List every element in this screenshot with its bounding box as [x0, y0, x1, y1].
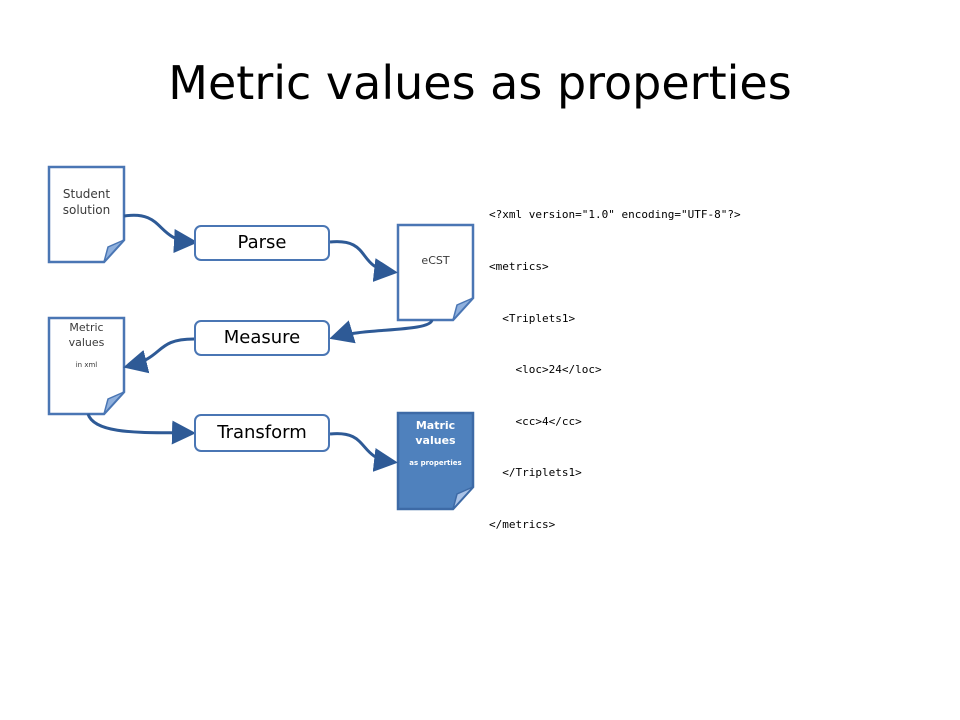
student-solution-document [47, 165, 126, 264]
arrow-parse-to-ecst [329, 240, 398, 282]
student-solution-line2: solution [62, 203, 111, 218]
arrow-measure-to-metric [123, 337, 195, 374]
arrow-transform-to-matric [329, 432, 398, 472]
student-solution-label: Student solution [49, 186, 124, 218]
transform-process: Transform [194, 414, 330, 452]
metric-values-note: in xml [75, 360, 98, 369]
xml-line: </metrics> [489, 518, 556, 532]
metric-values-line2: values [68, 335, 105, 349]
metric-values-line1: Metric [69, 321, 104, 334]
parse-process: Parse [194, 225, 330, 261]
student-solution-line1: Student [62, 187, 111, 201]
metric-values-label: Metric values in xml [49, 321, 124, 370]
ecst-label: eCST [421, 254, 450, 267]
matric-values-line2: values [415, 433, 456, 447]
matric-values-note: as properties [409, 458, 462, 467]
ecst-document [396, 223, 475, 322]
xml-line: <loc>24</loc> [489, 363, 602, 377]
xml-line: <cc>4</cc> [489, 414, 582, 428]
matric-values-document [396, 411, 475, 511]
arrow-student-to-parse [123, 213, 198, 253]
slide-title: Metric values as properties [168, 56, 792, 110]
xml-sample: <?xml version="1.0" encoding="UTF-8"?> <… [489, 172, 741, 550]
xml-line: <metrics> [489, 260, 549, 274]
arrow-ecst-to-measure [329, 319, 434, 344]
xml-line: </Triplets1> [489, 466, 582, 480]
xml-line: <?xml version="1.0" encoding="UTF-8"?> [489, 208, 741, 222]
arrow-metric-to-transform [86, 413, 196, 445]
xml-line: <Triplets1> [489, 311, 576, 325]
matric-values-line1: Matric [415, 419, 456, 432]
measure-process: Measure [194, 320, 330, 356]
metric-values-document [47, 316, 126, 416]
matric-values-label: Matric values as properties [398, 419, 473, 468]
